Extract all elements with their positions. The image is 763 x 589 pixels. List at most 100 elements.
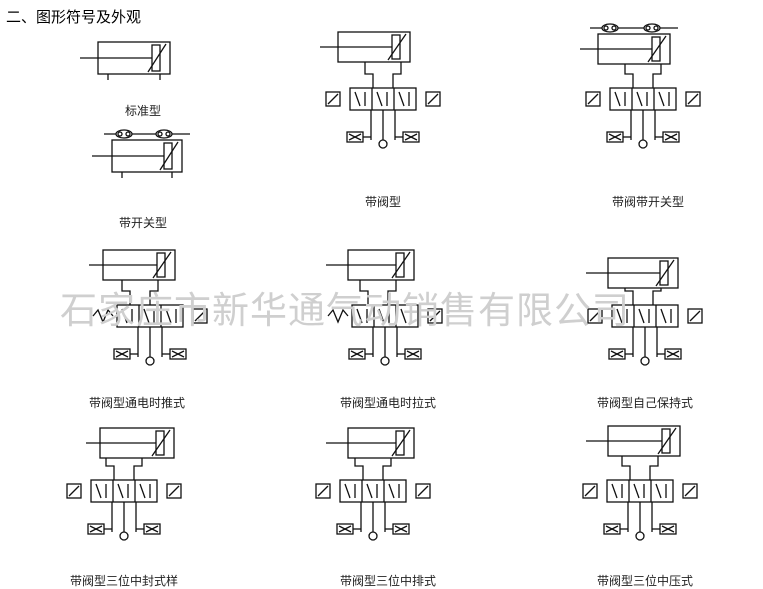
diagram-stroke	[417, 485, 429, 497]
diagram-stroke	[338, 525, 352, 533]
diagram-stroke	[684, 485, 696, 497]
diagram-stroke	[151, 429, 171, 457]
reed-switch-dot	[125, 131, 131, 137]
diagram-stroke	[689, 310, 701, 322]
valve-flow-arrow	[366, 483, 378, 499]
valve-flow-arrow	[354, 91, 366, 107]
diagram-stroke	[657, 427, 677, 455]
diagram-stroke	[159, 141, 179, 171]
diagram-stroke	[115, 350, 129, 358]
caption-self-holding: 带阀型自己保持式	[596, 396, 694, 410]
valve-flow-arrow	[117, 483, 129, 499]
supply-line	[149, 280, 159, 305]
supply-line	[624, 288, 634, 305]
return-spring	[327, 308, 349, 324]
valve-flow-arrow	[611, 483, 623, 499]
valve-flow-arrow	[165, 308, 177, 324]
pressure-port	[638, 139, 648, 149]
diagram-stroke	[348, 133, 362, 141]
flow-adjuster	[651, 36, 661, 62]
reed-switch-dot	[645, 25, 651, 31]
supply-line	[649, 456, 659, 480]
diagram-stroke	[687, 93, 699, 105]
reed-switch-dot	[603, 25, 609, 31]
valve-flow-arrow	[143, 308, 155, 324]
reed-switch-dot	[611, 25, 617, 31]
valve-flow-arrow	[139, 483, 151, 499]
diagram-stroke	[655, 259, 675, 287]
caption-energize-push: 带阀型通电时推式	[88, 396, 186, 410]
diagram-stroke	[406, 350, 420, 358]
pressure-port	[635, 531, 645, 541]
supply-line	[624, 64, 634, 88]
section-heading: 二、图形符号及外观	[6, 8, 142, 26]
diagram-stroke	[168, 485, 180, 497]
valve-flow-arrow	[376, 91, 388, 107]
supply-line	[354, 458, 364, 480]
valve-block	[606, 479, 674, 503]
pressure-port	[380, 356, 390, 366]
diagram-stroke	[89, 525, 103, 533]
valve-block	[609, 87, 677, 111]
diagram-stroke	[584, 485, 596, 497]
valve-flow-arrow	[636, 91, 648, 107]
pressure-port	[378, 139, 388, 149]
supply-line	[364, 62, 374, 88]
diagram-stroke	[145, 525, 159, 533]
supply-line	[621, 456, 631, 480]
valve-flow-arrow	[633, 483, 645, 499]
valve-block	[349, 87, 417, 111]
flow-adjuster	[391, 34, 401, 60]
valve-flow-arrow	[660, 308, 672, 324]
supply-line	[359, 280, 369, 305]
pressure-port	[119, 531, 129, 541]
reed-switch-dot	[165, 131, 171, 137]
diagram-stroke	[664, 133, 678, 141]
diagram-stroke	[587, 93, 599, 105]
diagram-stroke	[404, 133, 418, 141]
diagram-stroke	[152, 251, 172, 279]
flow-adjuster	[155, 430, 165, 456]
diagram-stroke	[605, 525, 619, 533]
diagram-stroke	[391, 251, 411, 279]
diagram-stroke	[429, 310, 441, 322]
valve-flow-arrow	[398, 91, 410, 107]
diagram-stroke	[589, 310, 601, 322]
return-spring	[92, 308, 114, 324]
valve-block	[90, 479, 158, 503]
valve-flow-arrow	[638, 308, 650, 324]
diagram-stroke	[661, 525, 675, 533]
caption-standard: 标准型	[124, 104, 162, 118]
diagram-stroke	[147, 43, 167, 73]
supply-line	[652, 288, 662, 305]
diagram-stroke	[394, 525, 408, 533]
valve-flow-arrow	[400, 308, 412, 324]
supply-line	[121, 280, 131, 305]
valve-flow-arrow	[658, 91, 670, 107]
diagram-stroke	[610, 350, 624, 358]
pressure-port	[640, 356, 650, 366]
valve-flow-arrow	[95, 483, 107, 499]
valve-flow-arrow	[344, 483, 356, 499]
pressure-port	[145, 356, 155, 366]
caption-valve-with-switch: 带阀带开关型	[611, 195, 685, 209]
caption-with-valve: 带阀型	[364, 195, 402, 209]
diagram-stroke	[427, 93, 439, 105]
diagram-stroke	[317, 485, 329, 497]
valve-flow-arrow	[356, 308, 368, 324]
supply-line	[105, 458, 115, 480]
caption-energize-pull: 带阀型通电时拉式	[339, 396, 437, 410]
valve-flow-arrow	[378, 308, 390, 324]
reed-switch-dot	[117, 131, 123, 137]
valve-flow-arrow	[655, 483, 667, 499]
valve-flow-arrow	[616, 308, 628, 324]
flow-adjuster	[659, 260, 669, 286]
diagram-stroke	[391, 429, 411, 457]
flow-adjuster	[661, 428, 671, 454]
supply-line	[392, 62, 402, 88]
diagram-stroke	[350, 350, 364, 358]
supply-line	[652, 64, 662, 88]
flow-adjuster	[395, 430, 405, 456]
caption-exhaust-center: 带阀型三位中排式	[339, 574, 437, 588]
